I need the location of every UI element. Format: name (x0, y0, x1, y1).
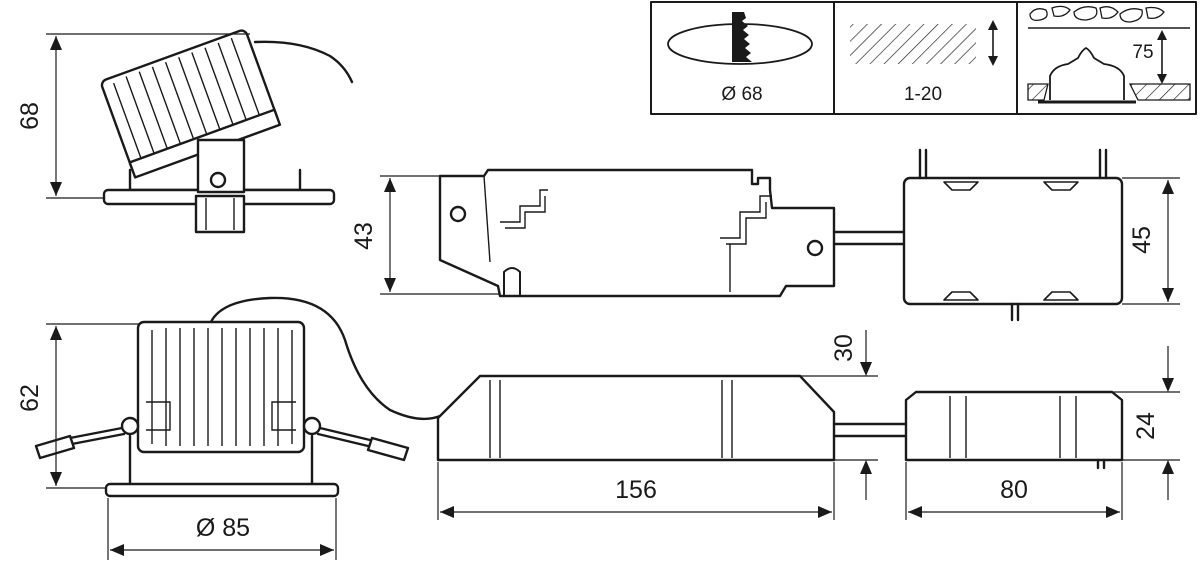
connector-box-top-view: 45 (902, 148, 1180, 322)
side-view-height-label: 68 (16, 102, 44, 130)
connector-box-length-label: 80 (1000, 476, 1028, 504)
driver-side-view: 156 30 (436, 330, 908, 520)
driver-top-view: 43 (350, 168, 908, 298)
connector-box-side-height-label: 24 (1132, 412, 1160, 440)
cutout-diameter-label: Ø 68 (721, 84, 762, 105)
cutout-symbol: Ø 68 (667, 12, 813, 105)
front-view-height-label: 62 (16, 384, 44, 412)
recess-depth-symbol: 75 (1027, 5, 1191, 104)
front-view-diameter-label: Ø 85 (196, 514, 250, 542)
ceiling-thickness-symbol: 1-20 (850, 20, 998, 105)
connector-box-side-view: 80 24 (904, 346, 1180, 520)
ceiling-thickness-label: 1-20 (904, 84, 942, 105)
installation-legend: Ø 68 1-20 75 (650, 1, 1197, 115)
driver-side-height-label: 30 (830, 334, 858, 362)
connector-box-height-label: 45 (1128, 226, 1156, 254)
driver-height-label: 43 (350, 222, 378, 250)
recess-depth-label: 75 (1132, 42, 1153, 63)
driver-length-label: 156 (615, 476, 657, 504)
downlight-front-view: 62 Ø 85 (16, 296, 442, 560)
downlight-side-view-tilted: 68 (16, 29, 354, 234)
